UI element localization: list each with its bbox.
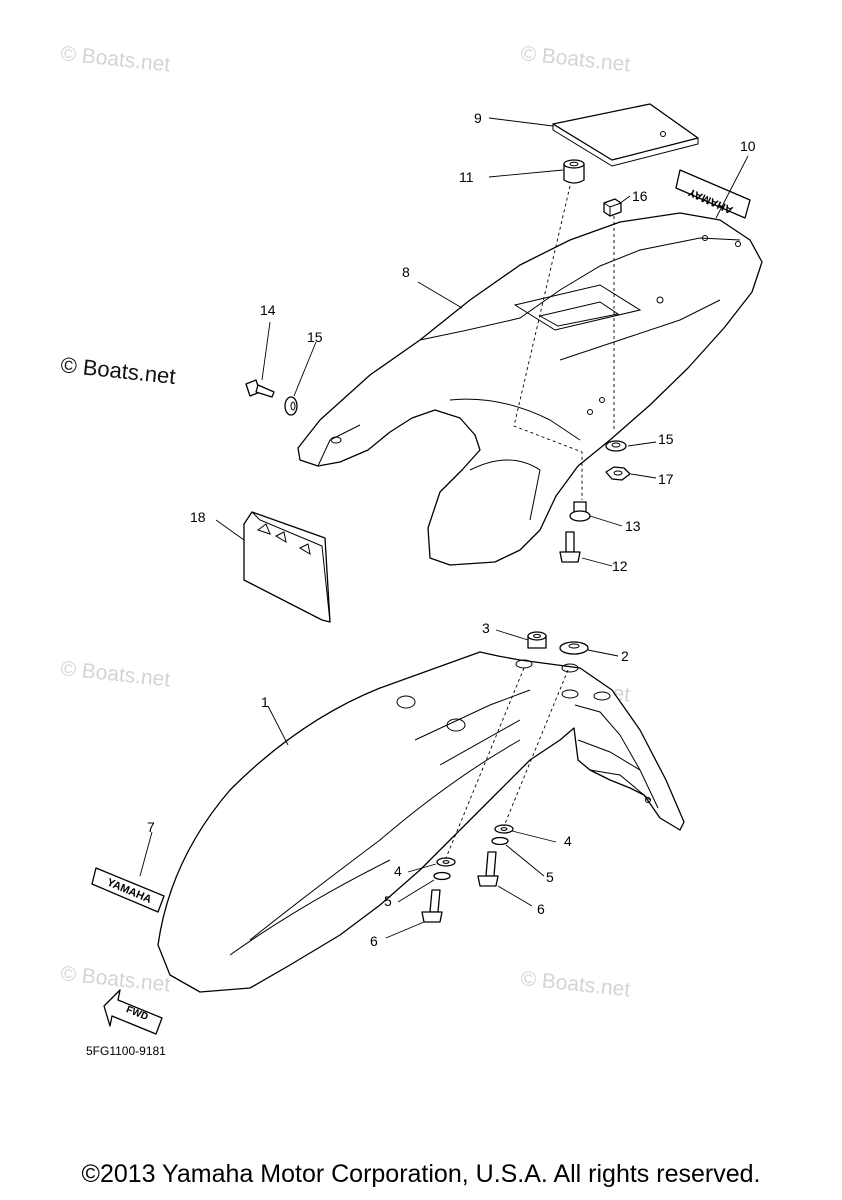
copyright-notice: ©2013 Yamaha Motor Corporation, U.S.A. A… [81, 1160, 761, 1188]
callout-18: 18 [190, 509, 206, 525]
watermark-mid-left: © Boats.net [59, 657, 171, 691]
callout-9: 9 [474, 110, 482, 126]
assembly-lines [445, 185, 615, 859]
part-10-rear-decal: YAMAHA [675, 169, 751, 219]
callout-7: 7 [147, 819, 155, 835]
part-15-collar-upper [284, 396, 298, 416]
part-9-plate [552, 103, 699, 167]
callout-4-left: 4 [394, 863, 402, 879]
callout-12: 12 [612, 558, 628, 574]
part-7-front-decal: YAMAHA [91, 867, 165, 913]
part-5-lockwasher-left [433, 871, 451, 881]
part-18-plate [243, 511, 331, 623]
part-12-bolt [559, 531, 581, 563]
part-17-nut [605, 466, 631, 481]
leader-lines [139, 117, 749, 939]
watermark-top-left: © Boats.net [59, 42, 171, 76]
watermark-top-right: © Boats.net [519, 42, 631, 76]
watermark-prominent: © Boats.net [59, 352, 176, 389]
callout-5-right: 5 [546, 869, 554, 885]
watermark-bottom-left: © Boats.net [59, 962, 171, 996]
part-2-grommet [559, 641, 589, 655]
callout-11: 11 [459, 169, 474, 185]
callout-1: 1 [261, 694, 269, 710]
fwd-arrow-icon: FWD [103, 989, 163, 1035]
part-1-front-fender [157, 651, 685, 993]
callout-15-lower: 15 [658, 431, 674, 447]
callout-4-right: 4 [564, 833, 572, 849]
part-6-bolt-right [477, 851, 499, 887]
callout-15-upper: 15 [307, 329, 323, 345]
callout-2: 2 [621, 648, 629, 664]
callout-6-right: 6 [537, 901, 545, 917]
callout-3: 3 [482, 620, 490, 636]
callout-5-left: 5 [384, 893, 392, 909]
part-15-collar-lower [605, 440, 627, 452]
callout-8: 8 [402, 264, 410, 280]
callout-labels: 9 10 11 16 8 14 15 15 17 13 18 12 3 2 1 … [147, 110, 756, 949]
part-3-collar [527, 631, 547, 649]
watermark-bottom-right: © Boats.net [519, 967, 631, 1001]
part-5-lockwasher-right [491, 836, 509, 846]
part-4-washer-right [494, 824, 514, 834]
callout-6-left: 6 [370, 933, 378, 949]
part-4-washer-left [436, 857, 456, 867]
callout-16: 16 [632, 188, 648, 204]
part-14-bolt [245, 379, 275, 398]
callout-10: 10 [740, 138, 756, 154]
part-8-rear-fender [297, 212, 763, 566]
part-16-clip [603, 198, 622, 217]
callout-17: 17 [658, 471, 674, 487]
diagram-code: 5FG1100-9181 [86, 1044, 166, 1058]
callout-14: 14 [260, 302, 276, 318]
callout-13: 13 [625, 518, 641, 534]
part-6-bolt-left [421, 889, 443, 923]
part-13-collar [569, 501, 591, 522]
part-11-grommet [563, 159, 585, 184]
